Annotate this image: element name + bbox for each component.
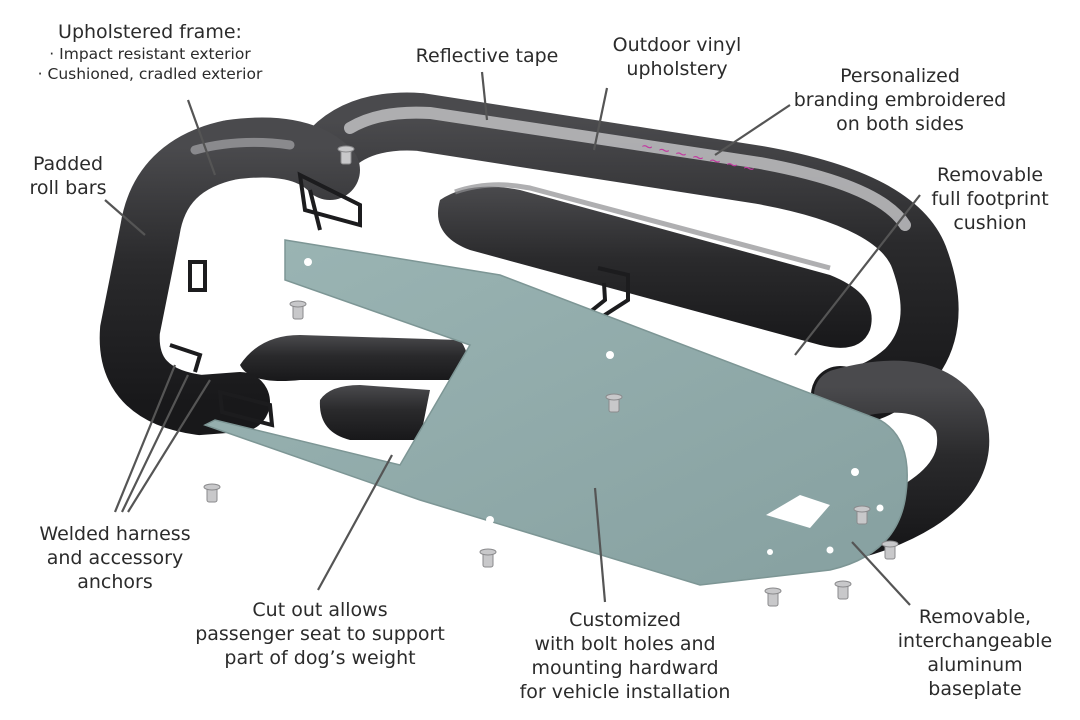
callout-upholstered-frame-bullet-1: · Impact resistant exterior — [49, 45, 251, 63]
callout-cut-out-line-1: Cut out allows — [252, 599, 388, 621]
callout-padded-roll-bars-line-2: roll bars — [29, 177, 107, 199]
callout-upholstered-frame: Upholstered frame: · Impact resistant ex… — [30, 20, 270, 84]
callout-customized-line-1: Customized — [569, 609, 681, 631]
callout-baseplate-line-4: baseplate — [928, 678, 1022, 700]
callout-baseplate-line-1: Removable, — [918, 606, 1032, 628]
callout-removable-cushion-line-1: Removable — [936, 164, 1044, 186]
callout-baseplate-line-2: interchangeable — [897, 630, 1053, 652]
callout-baseplate-line-3: aluminum — [927, 654, 1023, 676]
leader-lines — [104, 71, 921, 606]
mounting-bolts — [203, 145, 899, 607]
callout-customized-line-4: for vehicle installation — [519, 681, 731, 703]
callout-reflective-tape-line-1: Reflective tape — [415, 45, 559, 67]
callout-branding: Personalized branding embroidered on bot… — [780, 64, 1020, 136]
callout-welded-harness-line-3: anchors — [77, 571, 153, 593]
callout-upholstered-frame-bullet-2: · Cushioned, cradled exterior — [37, 65, 263, 83]
aluminum-baseplate — [203, 239, 908, 586]
callout-removable-cushion: Removable full footprint cushion — [915, 163, 1065, 235]
removable-cushion — [240, 182, 872, 440]
callout-cut-out: Cut out allows passenger seat to support… — [180, 598, 460, 670]
callout-branding-line-1: Personalized — [840, 65, 960, 87]
callout-removable-cushion-line-3: cushion — [953, 212, 1027, 234]
callout-welded-harness-line-2: and accessory — [46, 547, 184, 569]
callout-outdoor-vinyl-line-1: Outdoor vinyl — [612, 34, 742, 56]
callout-padded-roll-bars: Padded roll bars — [18, 152, 118, 200]
callout-removable-cushion-line-2: full footprint — [931, 188, 1049, 210]
callout-outdoor-vinyl-line-2: upholstery — [626, 58, 728, 80]
callout-upholstered-frame-title: Upholstered frame: — [58, 21, 242, 43]
callout-customized-line-2: with bolt holes and — [534, 633, 716, 655]
callout-reflective-tape: Reflective tape — [402, 44, 572, 68]
callout-outdoor-vinyl: Outdoor vinyl upholstery — [592, 33, 762, 81]
callout-cut-out-line-2: passenger seat to support — [195, 623, 445, 645]
callout-customized: Customized with bolt holes and mounting … — [500, 608, 750, 704]
callout-customized-line-3: mounting hardward — [531, 657, 719, 679]
callout-branding-line-3: on both sides — [836, 113, 964, 135]
callout-welded-harness-line-1: Welded harness — [39, 523, 191, 545]
callout-padded-roll-bars-line-1: Padded — [32, 153, 104, 175]
callout-branding-line-2: branding embroidered — [793, 89, 1007, 111]
callout-cut-out-line-3: part of dog’s weight — [224, 647, 416, 669]
callout-baseplate: Removable, interchangeable aluminum base… — [880, 605, 1070, 701]
callout-welded-harness: Welded harness and accessory anchors — [20, 522, 210, 594]
